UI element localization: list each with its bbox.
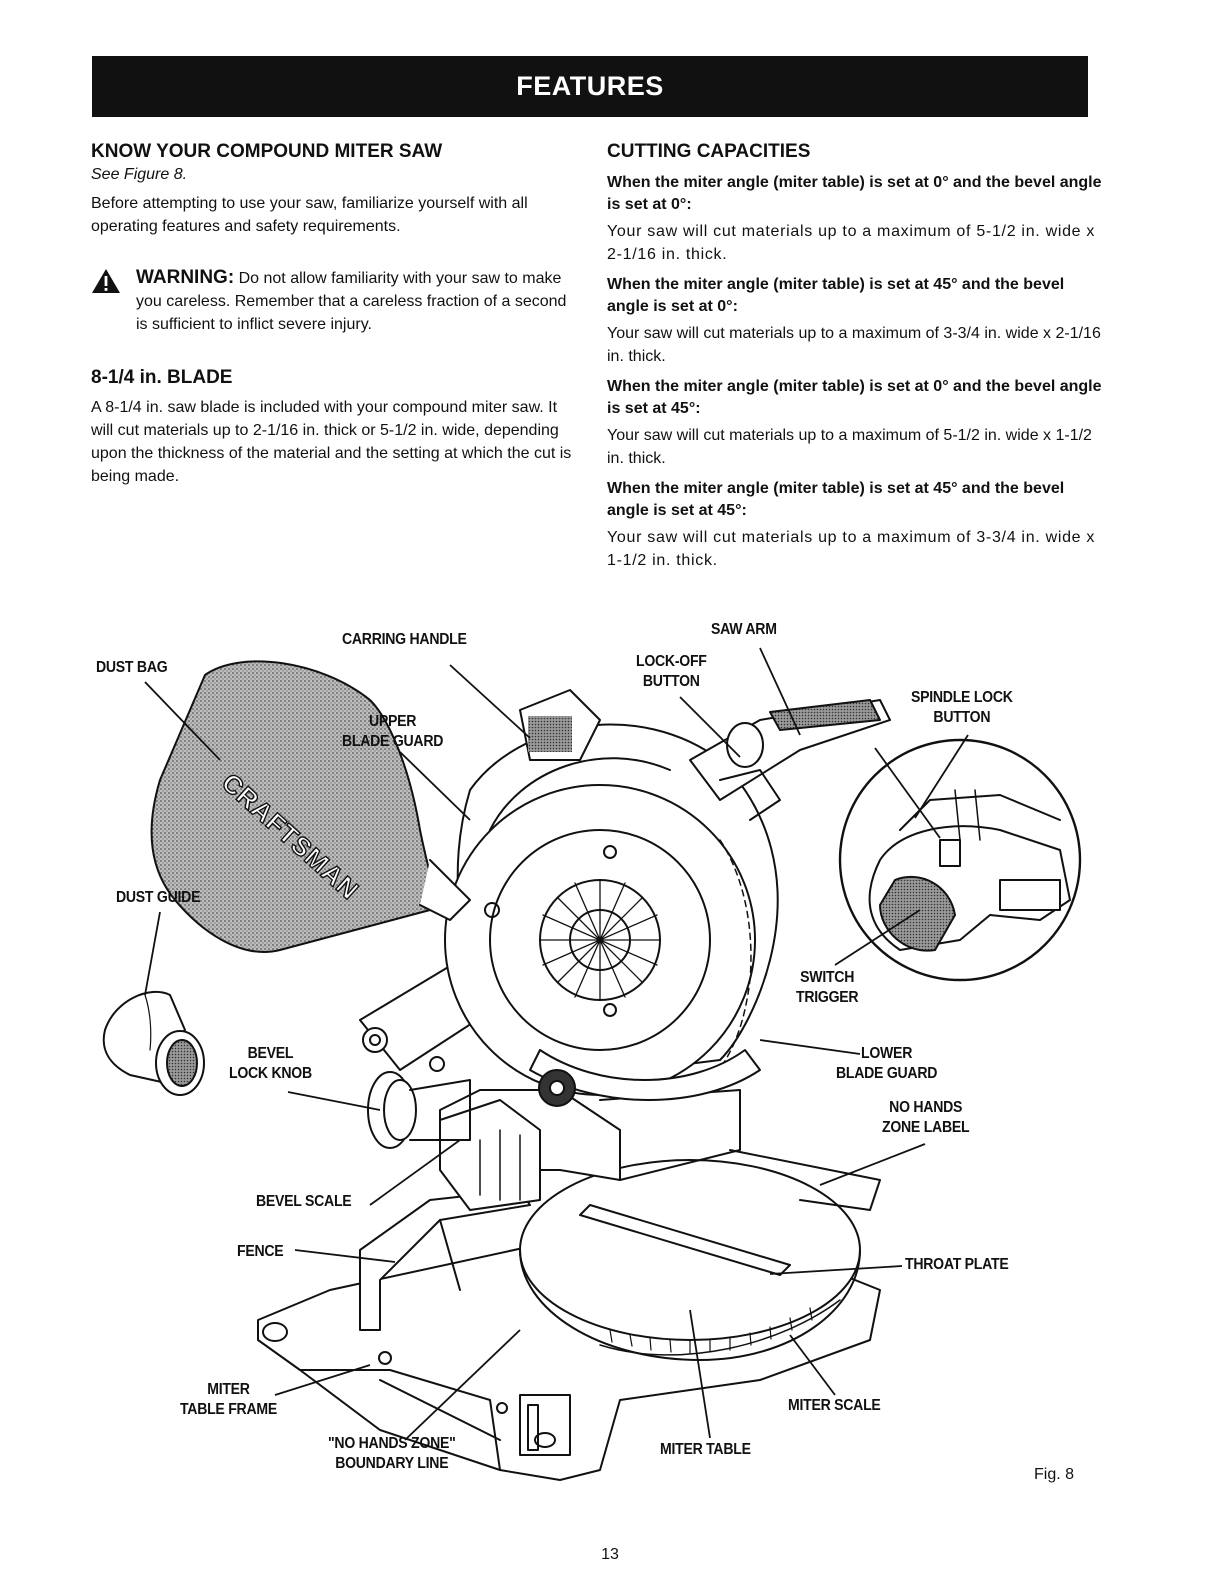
features-banner: FEATURES [92,56,1088,117]
capacity-result: Your saw will cut materials up to a maxi… [607,427,1092,467]
know-your-saw-heading: KNOW YOUR COMPOUND MITER SAW [91,141,443,162]
warning-text: Do not allow familiarity with your saw t… [136,270,567,333]
label-lower-blade-guard: LOWER BLADE GUARD [836,1045,938,1082]
label-carring-handle: CARRING HANDLE [342,631,467,648]
warning-block: WARNING: Do not allow familiarity with y… [91,266,581,336]
leader-upper-guard [399,751,471,821]
miter-saw-illustration: CRAFTSMAN [102,647,1082,1481]
label-fence: FENCE [237,1243,284,1260]
leader-carring-handle [449,664,531,739]
leader-miter-table [689,1309,711,1439]
label-upper-blade-guard: UPPER BLADE GUARD [342,713,444,750]
leader-fence [294,1249,396,1263]
leader-saw-arm [759,647,801,736]
left-column: KNOW YOUR COMPOUND MITER SAW See Figure … [91,140,581,488]
capacity-condition: When the miter angle (miter table) is se… [607,378,1102,417]
capacity-result: Your saw will cut materials up to a maxi… [607,223,1096,263]
capacity-condition: When the miter angle (miter table) is se… [607,480,1065,519]
leader-switch-trigger [874,747,941,839]
leader-lower-guard [759,1039,861,1055]
label-dust-guide: DUST GUIDE [116,889,201,906]
label-no-hands-zone-label: NO HANDS ZONE LABEL [882,1099,970,1136]
leader-miter-frame [274,1364,371,1396]
leader-bevel-scale [369,1139,461,1206]
capacity-condition: When the miter angle (miter table) is se… [607,276,1065,315]
dust-bag-shape [150,660,436,953]
label-miter-table: MITER TABLE [660,1441,751,1458]
figure-caption: Fig. 8 [1034,1466,1075,1483]
miter-saw-figure: CRAFTSMAN DUST BAG CARRING HANDLE SAW AR… [0,610,1220,1510]
intro-text: Before attempting to use your saw, famil… [91,195,528,235]
leader-bevel-knob [287,1091,381,1111]
see-figure-note: See Figure 8. [91,166,188,183]
leader-no-hands-label [819,1143,926,1186]
right-column: CUTTING CAPACITIES When the miter angle … [607,140,1107,572]
label-bevel-scale: BEVEL SCALE [256,1193,352,1210]
leader-miter-scale [789,1334,836,1396]
label-dust-bag: DUST BAG [96,659,168,676]
leader-no-hands-boundary [404,1329,521,1441]
leader-spindle-lock [914,734,969,819]
label-spindle-lock-button: SPINDLE LOCK BUTTON [911,689,1013,726]
label-lock-off-button: LOCK-OFF BUTTON [636,653,707,690]
label-miter-table-frame: MITER TABLE FRAME [180,1381,277,1418]
leader-dust-bag [144,681,221,761]
leader-dust-guide [144,911,161,996]
label-switch-trigger: SWITCH TRIGGER [796,969,859,1006]
bevel-scale-shape [439,1099,541,1211]
label-bevel-lock-knob: BEVEL LOCK KNOB [229,1045,312,1082]
leader-lock-off [679,696,741,758]
warning-label: WARNING: [136,267,235,288]
capacity-condition: When the miter angle (miter table) is se… [607,174,1102,213]
capacity-result: Your saw will cut materials up to a maxi… [607,325,1101,365]
cutting-capacities-heading: CUTTING CAPACITIES [607,141,811,162]
label-miter-scale: MITER SCALE [788,1397,881,1414]
label-throat-plate: THROAT PLATE [905,1256,1009,1273]
capacity-result: Your saw will cut materials up to a maxi… [607,529,1096,569]
page-number: 13 [601,1546,619,1563]
blade-text: A 8-1/4 in. saw blade is included with y… [91,399,572,485]
lower-guard-shape [529,1049,761,1101]
warning-icon [91,268,121,301]
leader-throat-plate [769,1265,903,1275]
label-no-hands-zone-boundary: "NO HANDS ZONE" BOUNDARY LINE [328,1435,456,1472]
label-saw-arm: SAW ARM [711,621,777,638]
blade-heading: 8-1/4 in. BLADE [91,367,233,388]
leader-switch-trigger-2 [834,909,921,966]
